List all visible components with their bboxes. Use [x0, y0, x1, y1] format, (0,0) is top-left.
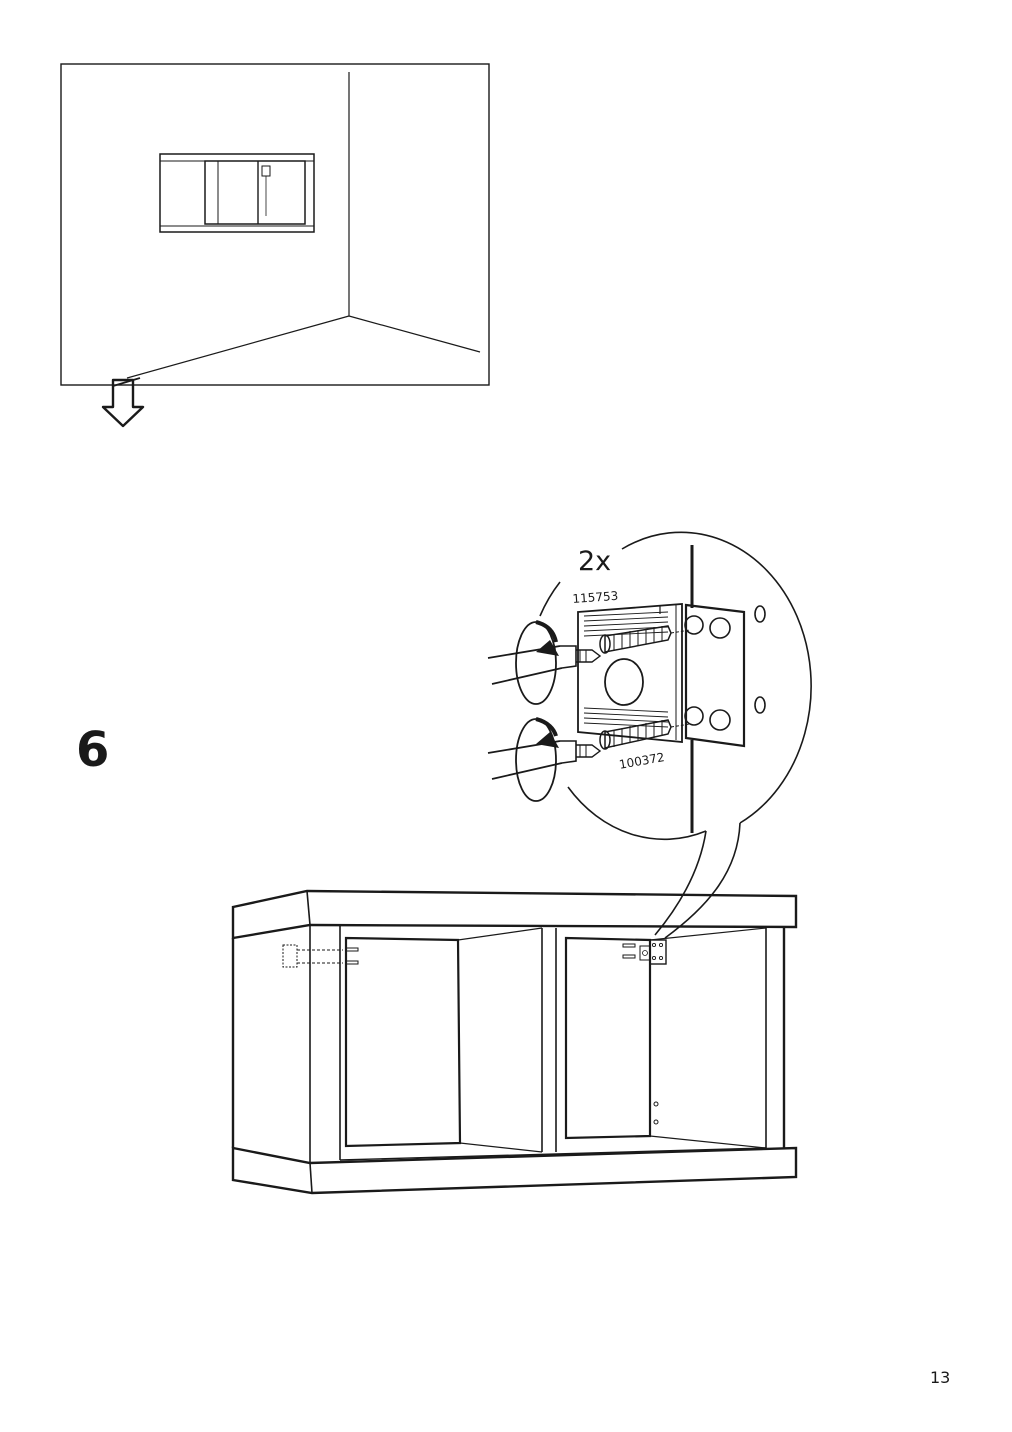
side-panel-board: [577, 603, 683, 743]
screw-icon: [599, 625, 691, 654]
screwdriver-icon: [487, 740, 602, 780]
wall-bracket-icon: [639, 939, 667, 965]
wall-bracket-icon: [684, 603, 746, 748]
step-number: 6: [76, 722, 110, 778]
down-hollow-arrow-icon: [101, 377, 145, 428]
page-number: 13: [930, 1368, 951, 1387]
shelf-unit: [231, 889, 798, 1195]
clockwise-rotation-icon: [515, 717, 559, 802]
quantity-label: 2x: [578, 546, 612, 577]
detail-callout: [487, 531, 812, 939]
overview-panel: [60, 63, 490, 386]
clockwise-rotation-icon: [515, 620, 559, 705]
screw-icon: [599, 719, 691, 750]
wall-shelf-miniature: [159, 153, 315, 233]
